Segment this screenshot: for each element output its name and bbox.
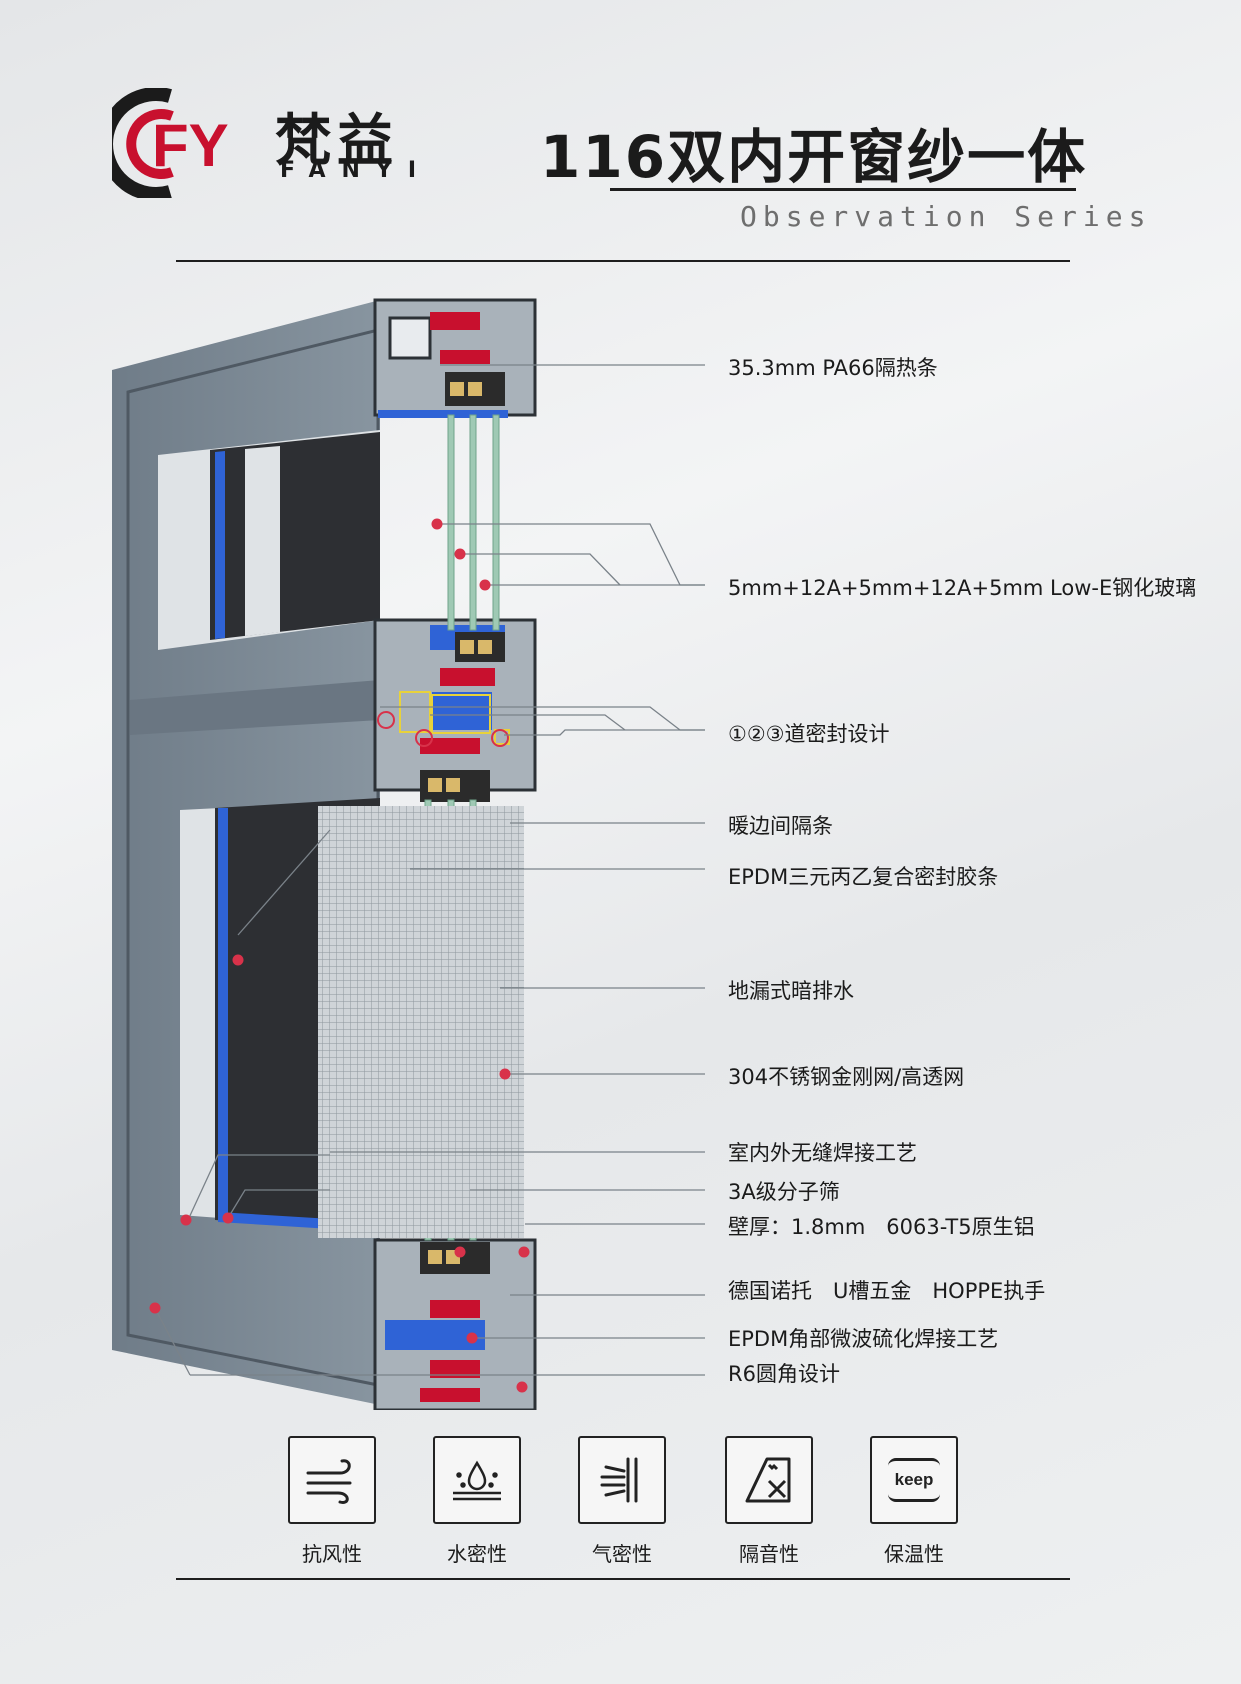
callout-floor-drain: 地漏式暗排水 [728, 979, 854, 1003]
profile-section-middle [373, 618, 537, 802]
water-drop-icon [433, 1436, 521, 1524]
callout-wall-thickness: 壁厚：1.8mm 6063-T5原生铝 [728, 1215, 1035, 1239]
feature-label: 保温性 [884, 1542, 944, 1566]
callout-epdm-seal-strip: EPDM三元丙乙复合密封胶条 [728, 865, 999, 889]
callout-r6-rounded-corner: R6圆角设计 [728, 1362, 840, 1386]
footer-divider [176, 1578, 1070, 1580]
callout-triple-seal-design: ①②③道密封设计 [728, 722, 890, 746]
feature-label: 气密性 [592, 1542, 652, 1566]
title-divider [610, 188, 1076, 191]
feature-label: 水密性 [447, 1542, 507, 1566]
callout-leader-lines [154, 364, 705, 1376]
series-subtitle: Observation Series [740, 200, 1152, 233]
mute-icon [725, 1436, 813, 1524]
brand-name-cn: 梵益 [275, 109, 399, 174]
feature-label: 隔音性 [739, 1542, 799, 1566]
callout-thermal-break-strip: 35.3mm PA66隔热条 [728, 356, 938, 380]
header-divider [176, 260, 1070, 262]
callout-hardware: 德国诺托 U槽五金 HOPPE执手 [728, 1279, 1046, 1303]
window-section-diagram [112, 298, 705, 1410]
brand-logo: FY [112, 88, 229, 198]
feature-heat-insulation: keep 保温性 [870, 1436, 958, 1567]
callout-corner-vulcanization: EPDM角部微波硫化焊接工艺 [728, 1327, 999, 1351]
feature-sound-insulation: 隔音性 [725, 1436, 813, 1567]
profile-section-top [373, 298, 537, 418]
callout-warm-edge-spacer: 暖边间隔条 [728, 814, 833, 838]
insect-screen-mesh [318, 806, 524, 1238]
callout-marker-dots [149, 518, 530, 1393]
wind-icon [288, 1436, 376, 1524]
callout-stainless-mesh: 304不锈钢金刚网/高透网 [728, 1065, 965, 1089]
logo-letters: FY [152, 112, 229, 179]
callout-low-e-glass: 5mm+12A+5mm+12A+5mm Low-E钢化玻璃 [728, 576, 1197, 600]
brand-name-en: FANYI [280, 158, 433, 183]
air-seal-icon [578, 1436, 666, 1524]
feature-air-tightness: 气密性 [578, 1436, 666, 1567]
page-title: 116双内开窗纱一体 [540, 123, 1088, 191]
keep-icon-text: keep [888, 1458, 940, 1502]
feature-wind-resistance: 抗风性 [288, 1436, 376, 1567]
keep-icon: keep [870, 1436, 958, 1524]
feature-water-tightness: 水密性 [433, 1436, 521, 1567]
profile-section-bottom [373, 1238, 537, 1410]
feature-label: 抗风性 [302, 1542, 362, 1566]
callout-seamless-welding: 室内外无缝焊接工艺 [728, 1141, 917, 1165]
callout-molecular-sieve: 3A级分子筛 [728, 1180, 840, 1204]
